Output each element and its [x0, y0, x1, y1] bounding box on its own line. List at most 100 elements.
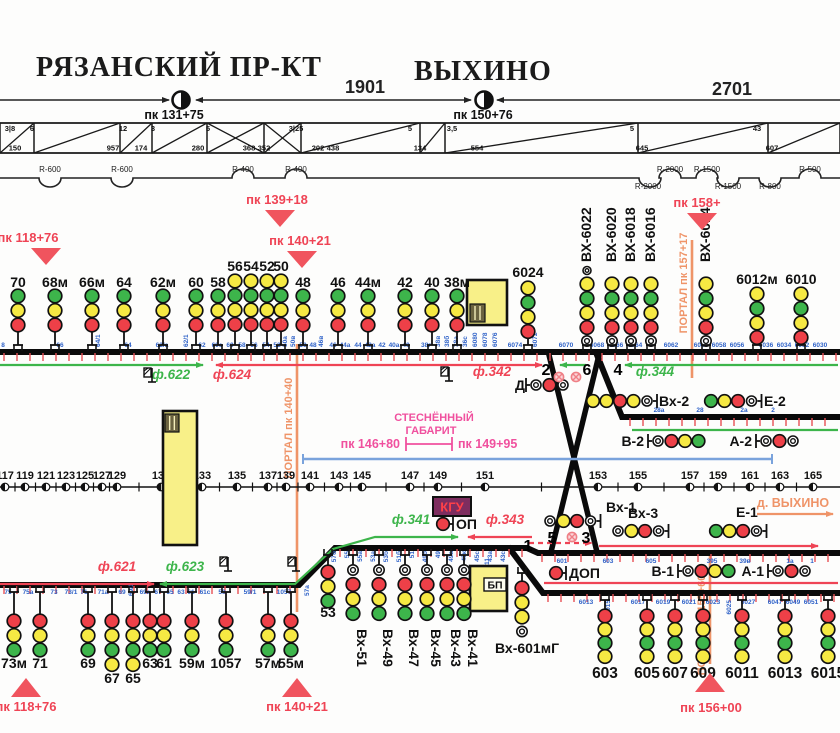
- svg-text:50: 50: [273, 258, 289, 274]
- svg-text:49: 49: [435, 551, 442, 559]
- signal-6011: 6011: [725, 594, 759, 682]
- svg-text:43: 43: [753, 124, 761, 133]
- svg-text:3|25: 3|25: [289, 124, 304, 133]
- svg-text:645: 645: [636, 144, 649, 153]
- svg-text:ф.624: ф.624: [213, 367, 252, 382]
- svg-text:5: 5: [206, 124, 210, 133]
- svg-text:6011: 6011: [725, 665, 759, 682]
- svg-text:6056: 6056: [730, 342, 745, 349]
- svg-text:56: 56: [227, 258, 243, 274]
- svg-text:67: 67: [104, 670, 120, 686]
- signal-62м: 62м: [150, 274, 176, 351]
- building-d-top: [465, 278, 509, 327]
- signal-ВХ-6020: ВХ-6020: [603, 207, 620, 351]
- svg-text:38г: 38г: [421, 342, 431, 349]
- kgu-box: КГУ: [432, 496, 472, 519]
- svg-text:ф.342: ф.342: [473, 364, 512, 379]
- svg-text:46в: 46в: [318, 336, 325, 347]
- svg-text:57м: 57м: [255, 655, 281, 671]
- svg-text:48: 48: [295, 274, 311, 290]
- svg-text:ВХ-6016: ВХ-6016: [642, 207, 658, 262]
- svg-text:6034: 6034: [777, 342, 792, 349]
- signal-52: 52: [259, 258, 275, 351]
- svg-text:R-400: R-400: [232, 165, 254, 174]
- svg-text:2а: 2а: [740, 407, 748, 414]
- signal-71: 71: [32, 586, 48, 671]
- svg-text:280: 280: [192, 144, 205, 153]
- station-symbol: [171, 90, 191, 110]
- svg-text:3: 3: [582, 530, 591, 547]
- svg-text:6025: 6025: [726, 600, 733, 615]
- svg-text:44м: 44м: [355, 274, 381, 290]
- svg-text:6070: 6070: [559, 342, 574, 349]
- svg-text:6021: 6021: [682, 599, 697, 606]
- svg-text:6076: 6076: [492, 332, 499, 347]
- svg-text:КГУ: КГУ: [440, 500, 464, 515]
- svg-text:957: 957: [107, 144, 120, 153]
- svg-text:Вх-3: Вх-3: [628, 505, 658, 521]
- svg-text:607: 607: [766, 144, 779, 153]
- svg-text:R-800: R-800: [759, 182, 781, 191]
- svg-text:пк 140+21: пк 140+21: [269, 233, 331, 248]
- svg-text:1057: 1057: [210, 655, 241, 671]
- svg-text:6019: 6019: [656, 599, 671, 606]
- svg-text:ДОП: ДОП: [569, 565, 600, 581]
- svg-text:12: 12: [119, 124, 127, 133]
- svg-text:66: 66: [56, 342, 64, 349]
- signal-Вх-49: Вх-49: [371, 549, 396, 667]
- svg-text:45с: 45с: [474, 551, 481, 562]
- signal-54: 54: [243, 258, 259, 351]
- signal-Е-2: Е-2: [703, 393, 786, 409]
- svg-text:59м: 59м: [179, 655, 205, 671]
- svg-text:6010: 6010: [785, 271, 816, 287]
- svg-text:601: 601: [557, 558, 568, 565]
- dwarf-signal-symbol: [143, 367, 156, 383]
- svg-text:125: 125: [76, 470, 94, 482]
- svg-text:3: 3: [151, 124, 155, 133]
- svg-text:ПОРТАЛ пк 157+17: ПОРТАЛ пк 157+17: [678, 233, 690, 334]
- svg-text:6078: 6078: [482, 332, 489, 347]
- svg-text:1: 1: [810, 558, 814, 565]
- signal-6010: 6010: [785, 271, 817, 351]
- svg-text:пк 140+21: пк 140+21: [266, 699, 328, 714]
- svg-text:143: 143: [330, 470, 348, 482]
- signal-Вх-47: Вх-47: [397, 549, 422, 667]
- svg-text:46: 46: [330, 274, 346, 290]
- svg-text:75а: 75а: [23, 589, 34, 596]
- svg-text:6: 6: [583, 362, 592, 379]
- svg-text:64/1: 64/1: [95, 334, 102, 347]
- signal-60: 60: [188, 274, 204, 351]
- svg-text:149: 149: [429, 470, 447, 482]
- pk-marker: пк 158+: [673, 195, 721, 230]
- svg-text:58: 58: [210, 274, 226, 290]
- svg-text:пк 139+18: пк 139+18: [246, 192, 308, 207]
- signal-67: 67: [104, 586, 120, 686]
- svg-text:117: 117: [0, 470, 14, 482]
- signal-70: 70: [10, 274, 26, 351]
- svg-text:Вх-1: Вх-1: [606, 499, 636, 515]
- svg-text:5: 5: [548, 530, 557, 547]
- svg-text:6: 6: [30, 124, 34, 133]
- signal-57м: 57м: [255, 586, 281, 671]
- svg-text:А-1: А-1: [741, 563, 764, 579]
- station-symbol: [474, 90, 494, 110]
- svg-text:55м: 55м: [278, 655, 304, 671]
- svg-text:ГАБАРИТ: ГАБАРИТ: [406, 425, 457, 437]
- svg-text:61с: 61с: [200, 589, 211, 596]
- svg-text:6017: 6017: [631, 599, 646, 606]
- svg-text:Е-1: Е-1: [736, 504, 758, 520]
- svg-text:554: 554: [471, 144, 484, 153]
- signal-59м: 59м: [179, 586, 205, 671]
- svg-text:141: 141: [301, 470, 319, 482]
- svg-text:165: 165: [804, 470, 822, 482]
- svg-text:38в: 38в: [435, 336, 442, 347]
- svg-text:3,5: 3,5: [447, 124, 457, 133]
- svg-text:пк 149+95: пк 149+95: [458, 437, 517, 451]
- signal-ВХ-6022: ВХ-6022: [578, 207, 595, 351]
- svg-text:603: 603: [603, 558, 614, 565]
- signal-А-1: А-1: [741, 563, 811, 579]
- svg-text:59/1: 59/1: [244, 589, 257, 596]
